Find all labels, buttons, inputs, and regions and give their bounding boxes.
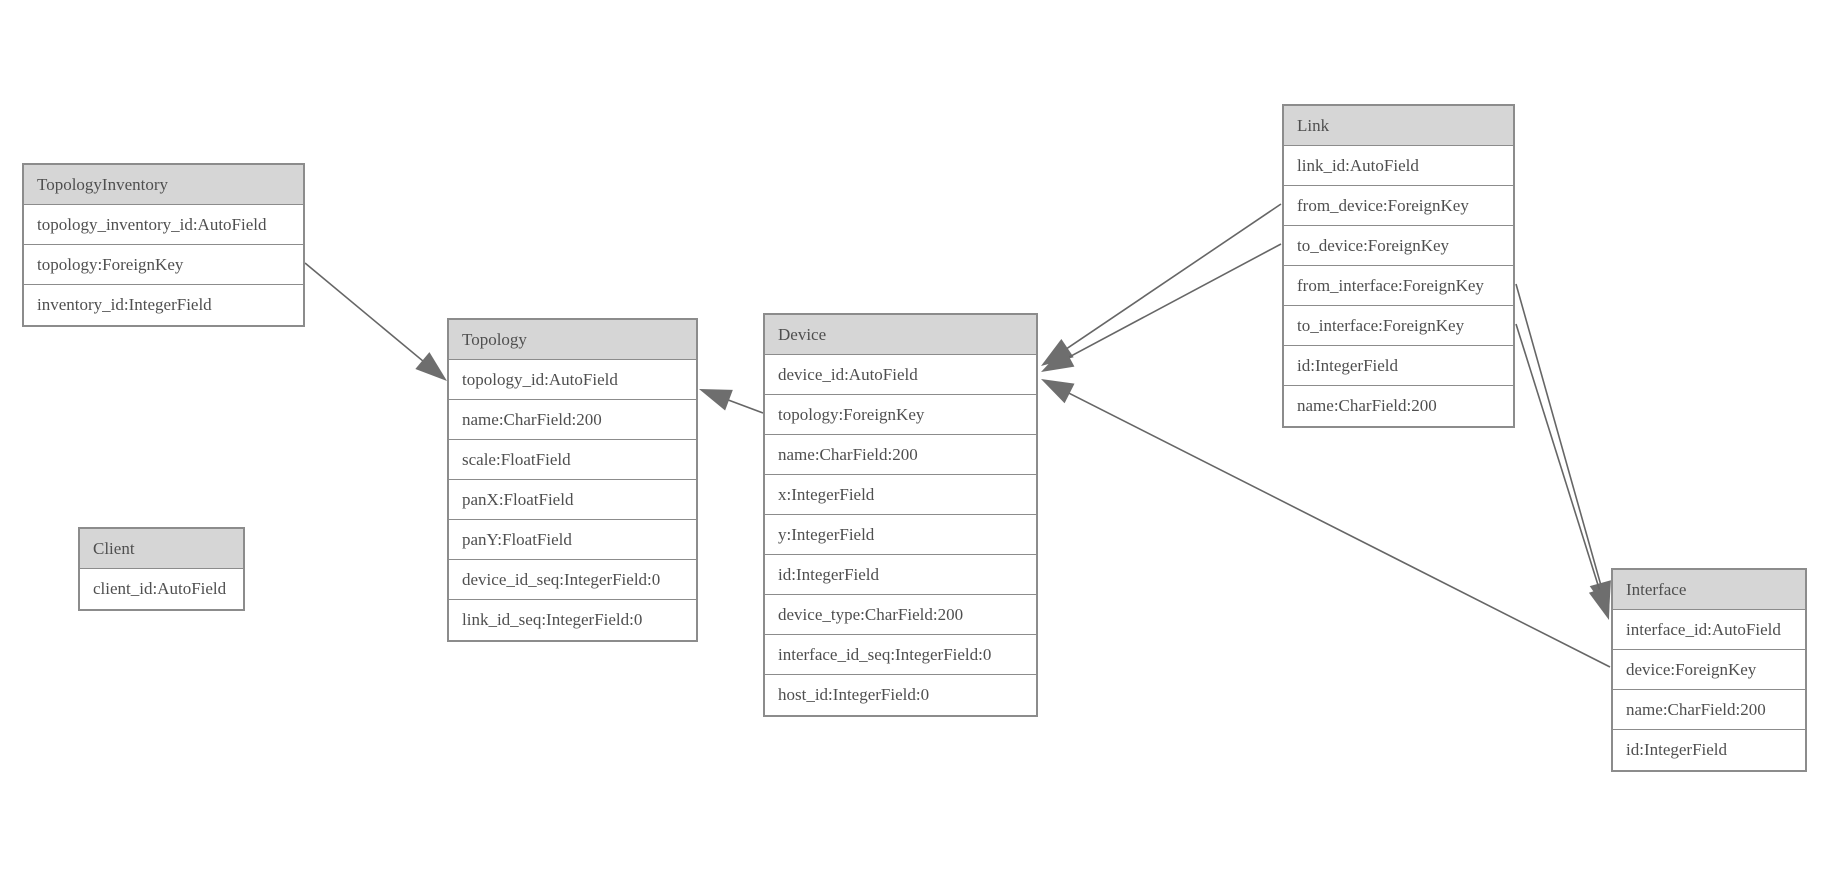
entity-title-topology: Topology <box>449 320 696 360</box>
entity-title-device: Device <box>765 315 1036 355</box>
field-device-name: name:CharField:200 <box>765 435 1036 475</box>
field-device-x: x:IntegerField <box>765 475 1036 515</box>
edge-link-from-device-to-device-device-id <box>1058 203 1282 355</box>
entity-title-client: Client <box>80 529 243 569</box>
field-topology-inventory-id: topology_inventory_id:AutoField <box>24 205 303 245</box>
edge-link-from-interface-to-interface-interface-id <box>1515 283 1604 594</box>
field-device-id: device_id:AutoField <box>765 355 1036 395</box>
field-panx: panX:FloatField <box>449 480 696 520</box>
field-link-id-plain: id:IntegerField <box>1284 346 1513 386</box>
field-device-id-plain: id:IntegerField <box>765 555 1036 595</box>
field-interface-device-fk: device:ForeignKey <box>1613 650 1805 690</box>
field-from-device-fk: from_device:ForeignKey <box>1284 186 1513 226</box>
field-pany: panY:FloatField <box>449 520 696 560</box>
field-to-device-fk: to_device:ForeignKey <box>1284 226 1513 266</box>
entity-link: Link link_id:AutoField from_device:Forei… <box>1282 104 1515 428</box>
entity-interface: Interface interface_id:AutoField device:… <box>1611 568 1807 772</box>
field-inventory-id: inventory_id:IntegerField <box>24 285 303 325</box>
entity-topology: Topology topology_id:AutoField name:Char… <box>447 318 698 642</box>
edge-topologyinventory-topology-to-topology-topology-id-arrowhead-icon <box>415 352 447 381</box>
field-link-id: link_id:AutoField <box>1284 146 1513 186</box>
field-device-type: device_type:CharField:200 <box>765 595 1036 635</box>
field-interface-id-seq: interface_id_seq:IntegerField:0 <box>765 635 1036 675</box>
field-topology-fk: topology:ForeignKey <box>24 245 303 285</box>
field-device-topology-fk: topology:ForeignKey <box>765 395 1036 435</box>
edge-interface-device-to-device-device-id-arrowhead-icon <box>1041 379 1075 404</box>
field-interface-id: interface_id:AutoField <box>1613 610 1805 650</box>
field-device-id-seq: device_id_seq:IntegerField:0 <box>449 560 696 600</box>
field-client-id: client_id:AutoField <box>80 569 243 609</box>
field-link-name: name:CharField:200 <box>1284 386 1513 426</box>
field-scale: scale:FloatField <box>449 440 696 480</box>
entity-title-topology-inventory: TopologyInventory <box>24 165 303 205</box>
edge-link-to-interface-to-interface-interface-id <box>1515 323 1604 600</box>
edge-topologyinventory-topology-to-topology-topology-id <box>304 262 431 368</box>
field-link-id-seq: link_id_seq:IntegerField:0 <box>449 600 696 640</box>
entity-title-link: Link <box>1284 106 1513 146</box>
entity-topology-inventory: TopologyInventory topology_inventory_id:… <box>22 163 305 327</box>
field-to-interface-fk: to_interface:ForeignKey <box>1284 306 1513 346</box>
field-device-y: y:IntegerField <box>765 515 1036 555</box>
field-interface-id-plain: id:IntegerField <box>1613 730 1805 770</box>
entity-client: Client client_id:AutoField <box>78 527 245 611</box>
entity-device: Device device_id:AutoField topology:Fore… <box>763 313 1038 717</box>
field-topology-name: name:CharField:200 <box>449 400 696 440</box>
edge-device-topology-to-topology-topology-id-arrowhead-icon <box>699 389 733 411</box>
field-host-id: host_id:IntegerField:0 <box>765 675 1036 715</box>
field-topology-id: topology_id:AutoField <box>449 360 696 400</box>
edge-link-to-interface-to-interface-interface-id-arrowhead-icon <box>1588 586 1610 620</box>
field-from-interface-fk: from_interface:ForeignKey <box>1284 266 1513 306</box>
entity-title-interface: Interface <box>1613 570 1805 610</box>
edge-link-to-device-to-device-device-id <box>1060 243 1282 363</box>
edge-interface-device-to-device-device-id <box>1060 388 1611 668</box>
field-interface-name: name:CharField:200 <box>1613 690 1805 730</box>
edge-link-to-device-to-device-device-id-arrowhead-icon <box>1041 347 1075 372</box>
